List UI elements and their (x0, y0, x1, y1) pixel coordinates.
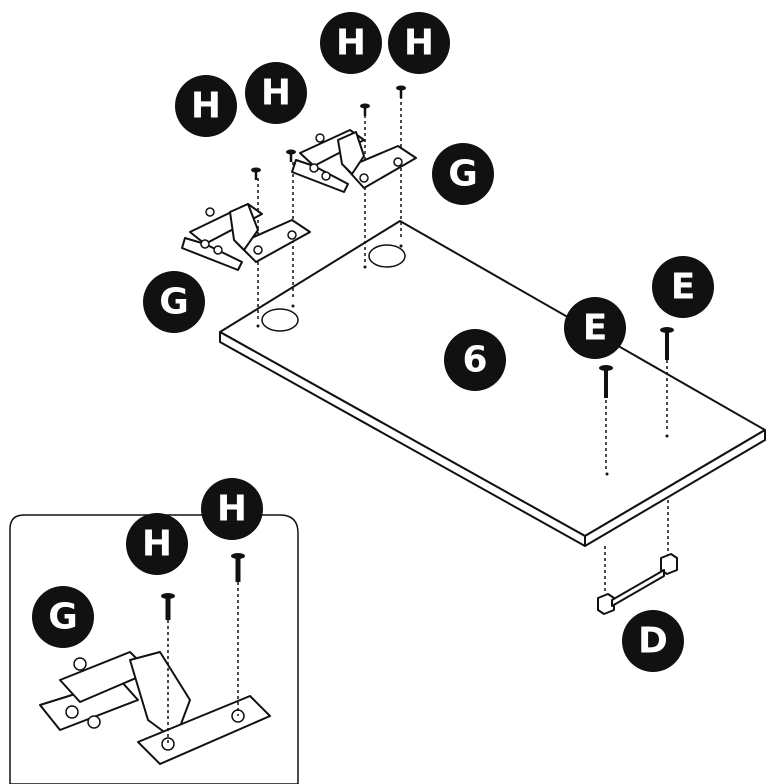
callout-h-3: H (320, 12, 382, 74)
hinge-screws (251, 85, 406, 180)
svg-text:H: H (191, 86, 221, 127)
callout-h-inset-2: H (201, 478, 263, 540)
svg-text:G: G (448, 154, 478, 195)
hinge-right (291, 129, 417, 193)
handle (597, 553, 678, 615)
callout-h-2: H (245, 62, 307, 124)
handle-screws (599, 327, 674, 398)
svg-text:H: H (404, 23, 434, 64)
callout-e-1: E (564, 297, 626, 359)
panel-label-6: 6 (444, 329, 506, 391)
svg-text:H: H (336, 23, 366, 64)
svg-text:G: G (48, 597, 78, 638)
svg-text:H: H (217, 489, 247, 530)
callout-h-inset-1: H (126, 513, 188, 575)
svg-text:E: E (583, 308, 608, 349)
callout-h-4: H (388, 12, 450, 74)
callout-h-1: H (175, 75, 237, 137)
callout-g-right: G (432, 143, 494, 205)
hinge-left (181, 203, 311, 271)
svg-text:E: E (671, 267, 696, 308)
svg-text:6: 6 (462, 340, 487, 381)
svg-text:G: G (159, 282, 189, 323)
callout-d: D (622, 610, 684, 672)
inset-detail (9, 514, 299, 784)
svg-text:H: H (142, 524, 172, 565)
callout-g-left: G (143, 271, 205, 333)
hinge-cup-hole (261, 308, 299, 332)
hinge-cup-hole (368, 244, 406, 268)
callout-g-inset: G (32, 586, 94, 648)
callout-e-2: E (652, 256, 714, 318)
svg-text:H: H (261, 73, 291, 114)
svg-text:D: D (638, 621, 668, 662)
